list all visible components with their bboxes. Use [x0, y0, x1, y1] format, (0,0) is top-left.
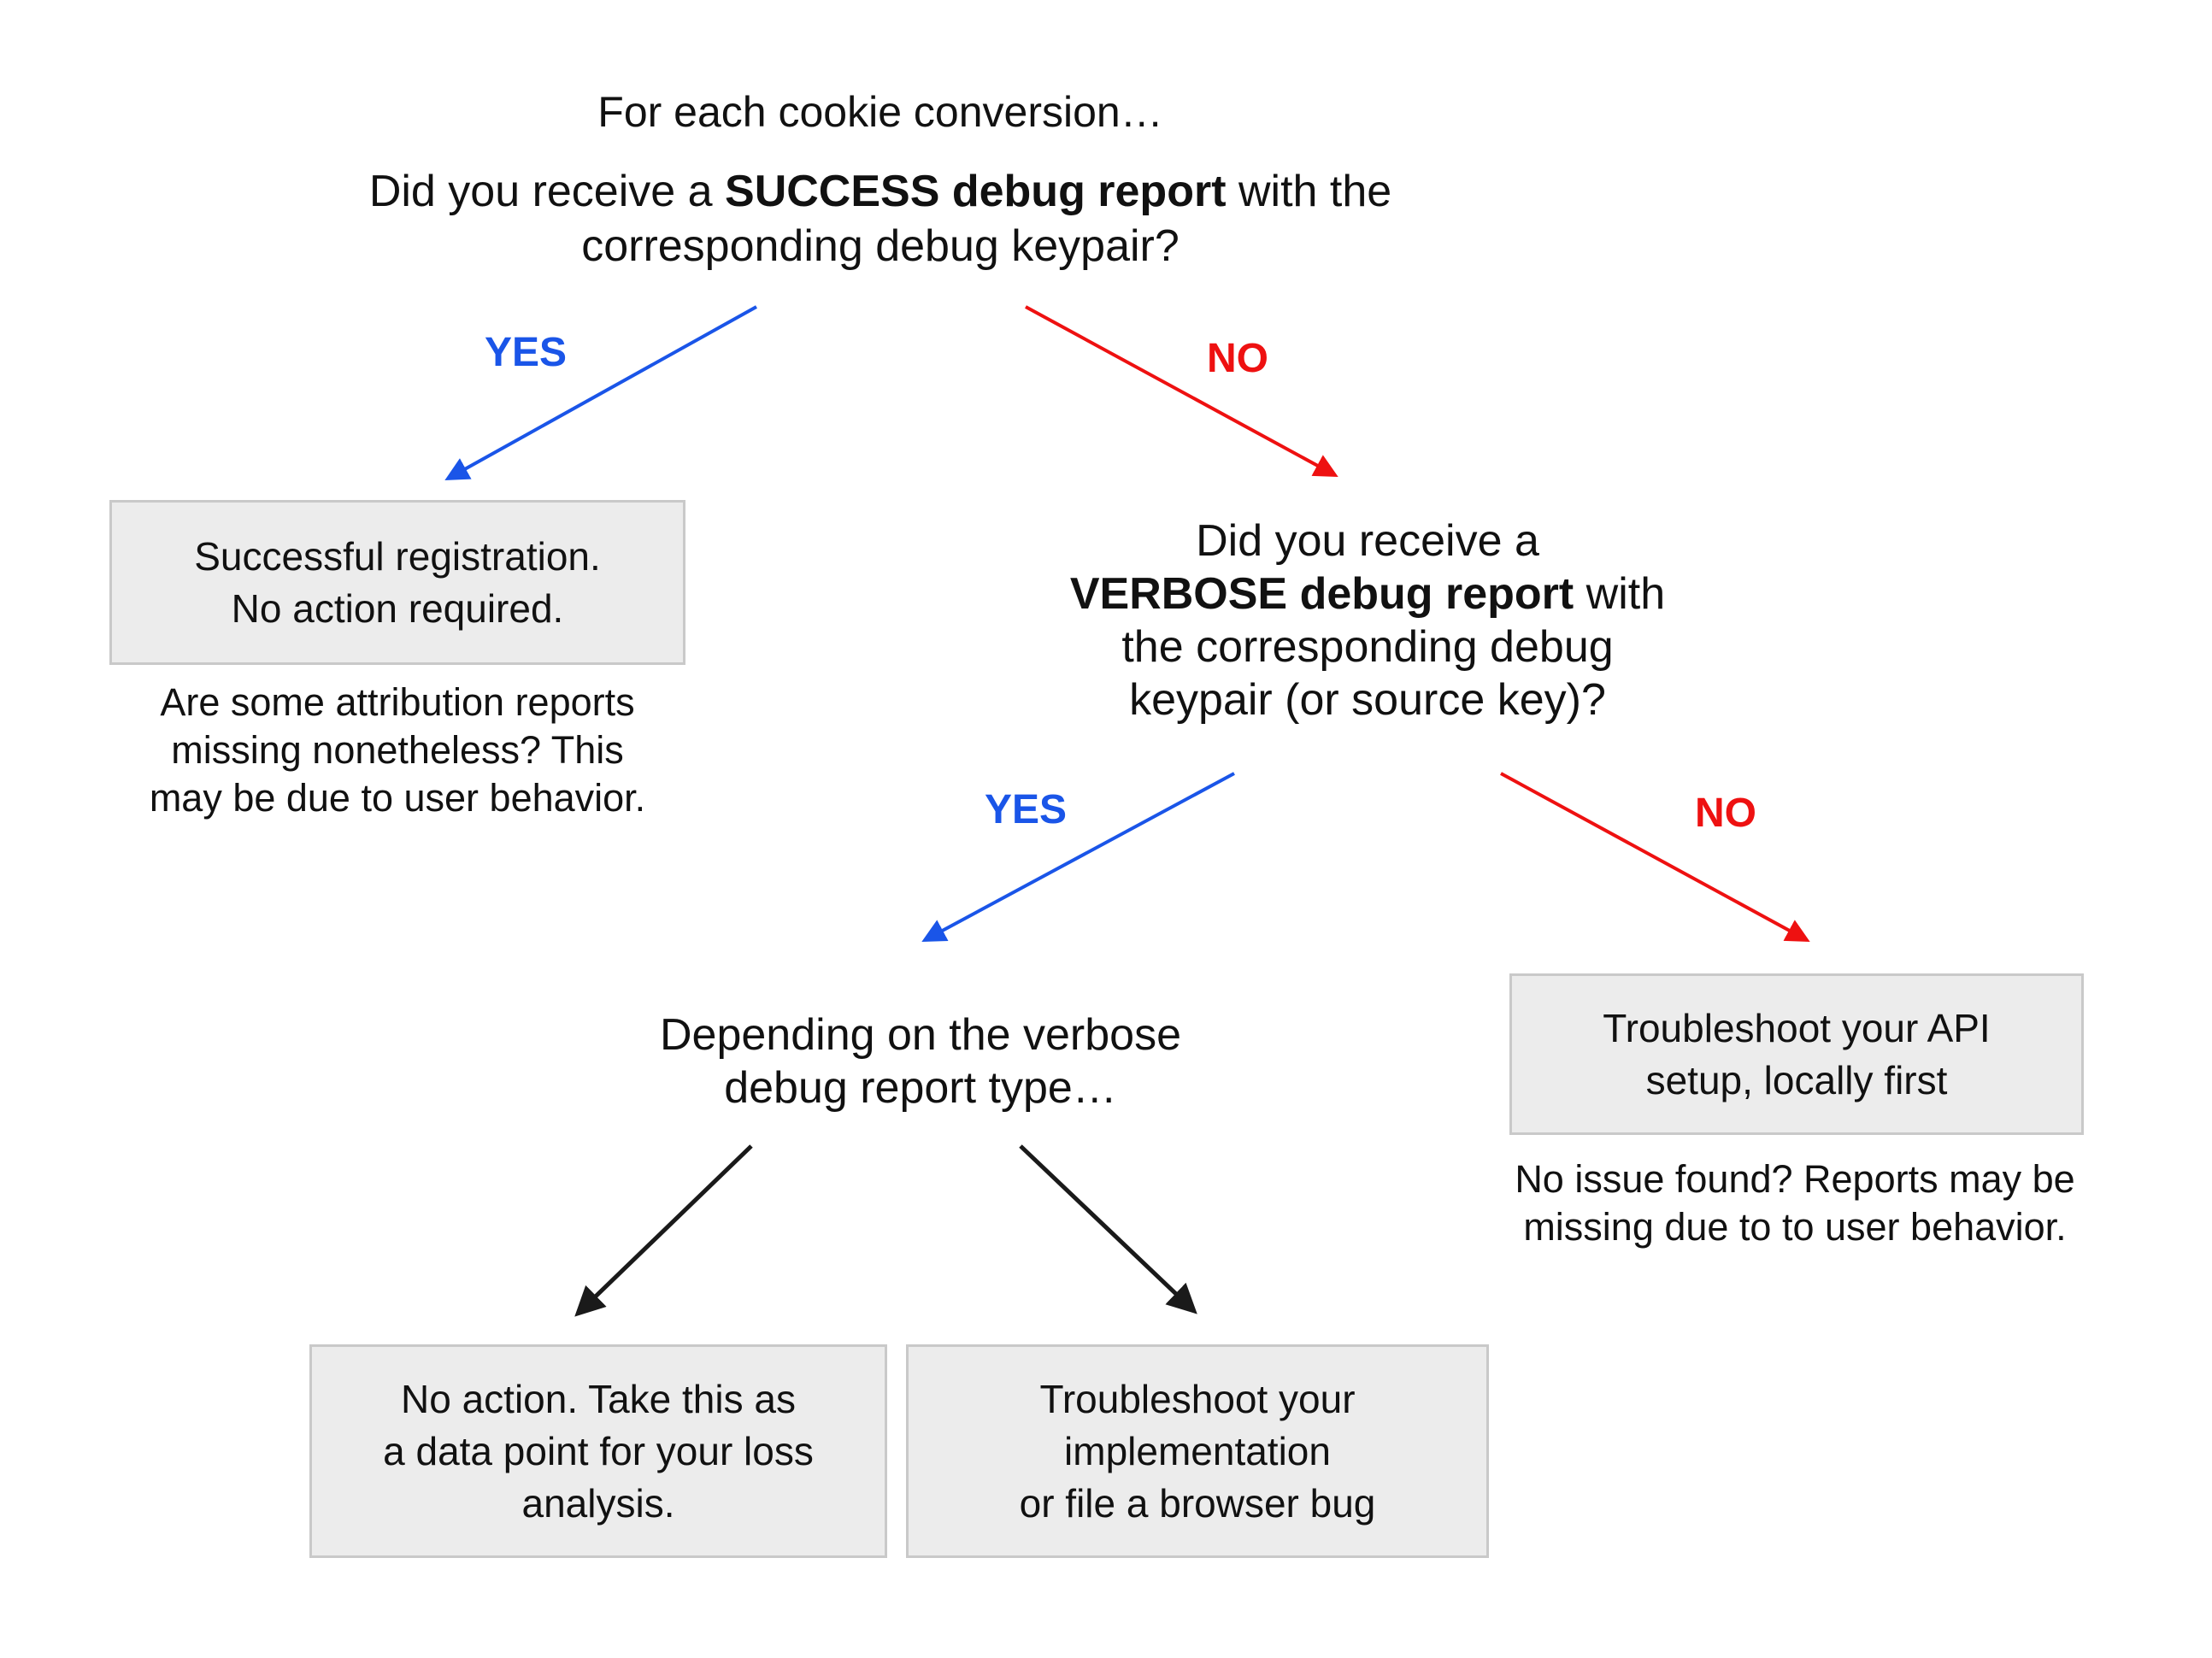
box-troubleshoot-api: Troubleshoot your API setup, locally fir…	[1509, 973, 2084, 1135]
yes-arrow-2	[921, 772, 1235, 942]
box-successful-registration: Successful registration. No action requi…	[109, 500, 685, 665]
depending-line: Depending on the verbose	[659, 1010, 1181, 1060]
box-line: Troubleshoot your API	[1603, 1005, 1991, 1050]
yes-arrow-1	[444, 305, 757, 481]
depending-line: debug report type…	[724, 1063, 1117, 1113]
question-text: with	[1574, 569, 1666, 619]
intro-text: For each cookie conversion…	[325, 85, 1436, 138]
box-line: setup, locally first	[1645, 1057, 1948, 1102]
note-line: Are some attribution reports	[160, 680, 635, 724]
split-arrow-right	[1019, 1144, 1197, 1314]
question-line: corresponding debug keypair?	[581, 221, 1180, 271]
no-arrow-1	[1025, 305, 1338, 478]
question-text: with the	[1226, 167, 1392, 216]
question-text-bold: VERBOSE debug report	[1069, 569, 1574, 619]
box-line: No action required.	[231, 585, 564, 631]
depending-text: Depending on the verbose debug report ty…	[579, 1008, 1262, 1114]
note-line: missing due to to user behavior.	[1523, 1205, 2067, 1249]
question-line: Did you receive a	[1196, 516, 1539, 566]
box-line: analysis.	[521, 1480, 675, 1526]
intro-line: For each cookie conversion…	[597, 88, 1163, 136]
note-line: missing nonetheless? This	[171, 728, 624, 772]
question-success-report: Did you receive a SUCCESS debug report w…	[321, 164, 1440, 273]
note-line: No issue found? Reports may be	[1515, 1157, 2075, 1201]
note-attribution-reports: Are some attribution reports missing non…	[98, 679, 697, 822]
no-label-1: NO	[1207, 336, 1268, 381]
question-text-bold: SUCCESS debug report	[725, 167, 1227, 216]
question-line: the corresponding debug	[1121, 622, 1614, 672]
box-line: or file a browser bug	[1019, 1480, 1376, 1526]
note-no-issue-found: No issue found? Reports may be missing d…	[1462, 1155, 2128, 1251]
question-line: Did you receive a SUCCESS debug report w…	[321, 164, 1440, 219]
box-line: No action. Take this as	[401, 1376, 796, 1421]
box-line: Successful registration.	[194, 533, 601, 579]
no-arrow-2	[1500, 772, 1810, 943]
box-line: implementation	[1064, 1428, 1331, 1473]
split-arrow-left	[574, 1144, 753, 1317]
note-line: may be due to user behavior.	[149, 776, 646, 820]
yes-label-1: YES	[484, 330, 568, 375]
question-line: keypair (or source key)?	[1129, 675, 1606, 725]
box-troubleshoot-implementation: Troubleshoot your implementation or file…	[906, 1344, 1489, 1558]
question-line: VERBOSE debug report with	[983, 567, 1752, 620]
yes-label-2: YES	[984, 787, 1068, 832]
no-label-2: NO	[1695, 791, 1756, 836]
box-line: a data point for your loss	[383, 1428, 814, 1473]
question-verbose-report: Did you receive a VERBOSE debug report w…	[983, 514, 1752, 726]
box-no-action: No action. Take this as a data point for…	[309, 1344, 887, 1558]
question-text: Did you receive a	[368, 167, 726, 216]
box-line: Troubleshoot your	[1039, 1376, 1356, 1421]
